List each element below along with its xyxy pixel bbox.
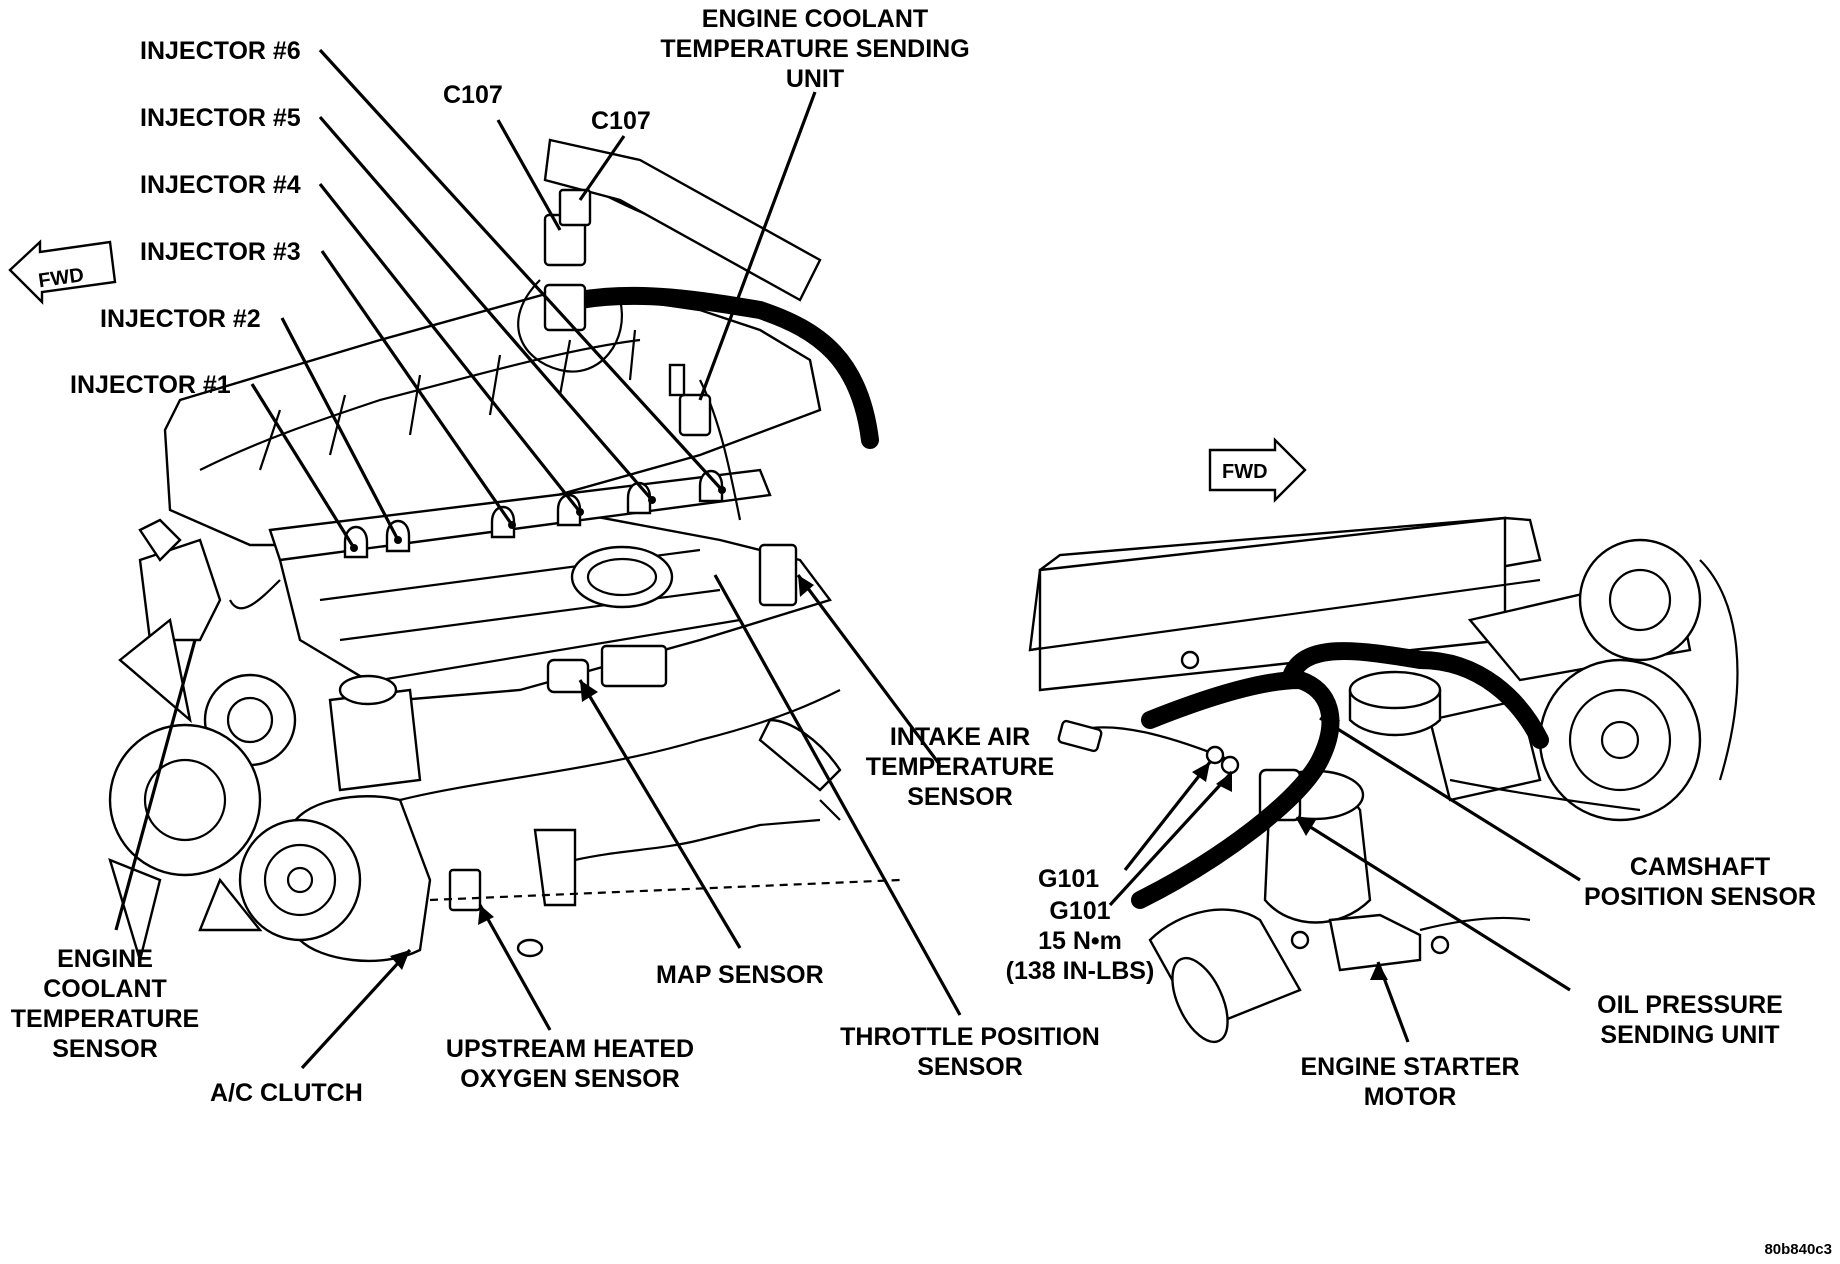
label-ect-sending-unit: ENGINE COOLANT TEMPERATURE SENDING UNIT (660, 5, 970, 93)
label-injector-6: INJECTOR #6 (140, 37, 301, 65)
label-throttle-position-sensor: THROTTLE POSITION SENSOR (840, 1023, 1100, 1081)
label-injector-5: INJECTOR #5 (140, 104, 301, 132)
label-oil-pressure-sending-unit: OIL PRESSURE SENDING UNIT (1597, 991, 1783, 1049)
label-injector-4: INJECTOR #4 (140, 171, 301, 199)
label-c107-b: C107 (591, 107, 651, 135)
label-engine-starter-motor: ENGINE STARTER MOTOR (1300, 1053, 1520, 1111)
figure-code: 80b840c3 (1764, 1241, 1832, 1258)
fwd-arrow-right-label: FWD (1222, 461, 1268, 483)
fwd-arrow-right: FWD (1208, 437, 1307, 503)
label-g101-b: G101 15 N•m (138 IN-LBS) (1005, 897, 1155, 985)
label-camshaft-position-sensor: CAMSHAFT POSITION SENSOR (1584, 853, 1816, 911)
label-c107-a: C107 (443, 81, 503, 109)
leader-arrowheads (350, 486, 1388, 980)
label-injector-3: INJECTOR #3 (140, 238, 301, 266)
label-upstream-o2-sensor: UPSTREAM HEATED OXYGEN SENSOR (445, 1035, 695, 1093)
label-injector-2: INJECTOR #2 (100, 305, 261, 333)
label-intake-air-temp-sensor: INTAKE AIR TEMPERATURE SENSOR (865, 723, 1055, 811)
label-g101-a: G101 (1038, 865, 1100, 893)
label-ac-clutch: A/C CLUTCH (210, 1079, 363, 1107)
right-engine-drawing (1028, 516, 1739, 1044)
label-ect-sensor: ENGINE COOLANT TEMPERATURE SENSOR (10, 945, 200, 1063)
label-map-sensor: MAP SENSOR (656, 961, 824, 989)
fwd-arrow-left: FWD (8, 239, 117, 305)
label-injector-1: INJECTOR #1 (70, 371, 231, 399)
